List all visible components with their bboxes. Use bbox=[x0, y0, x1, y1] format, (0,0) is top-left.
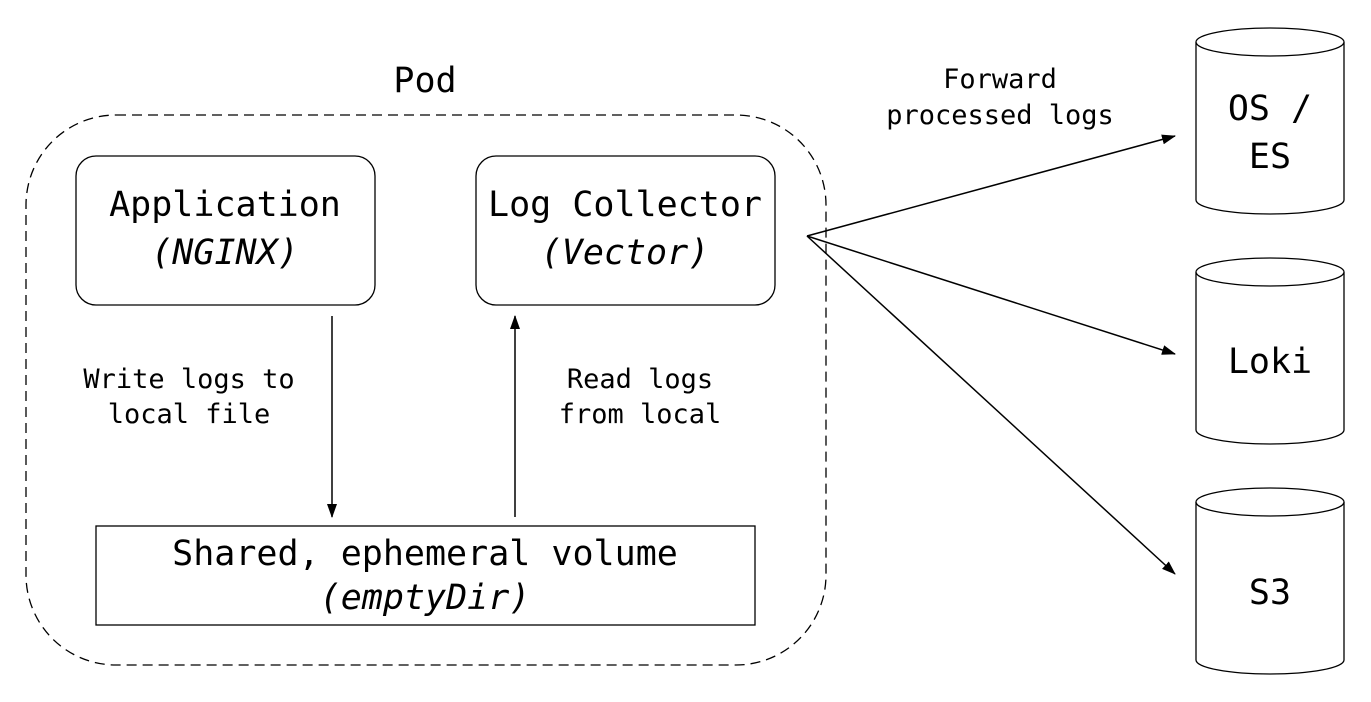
read-logs-label-line1: Read logs bbox=[567, 364, 713, 395]
application-node[interactable]: Application (NGINX) bbox=[75, 155, 376, 306]
forward-logs-edges: Forward processed logs bbox=[806, 64, 1176, 575]
os-es-cylinder-icon bbox=[1195, 42, 1345, 215]
write-logs-label-line1: Write logs to bbox=[83, 364, 294, 395]
log-collector-node[interactable]: Log Collector (Vector) bbox=[475, 155, 776, 306]
forward-arrow-s3 bbox=[806, 235, 1176, 575]
pod-label: Pod bbox=[393, 61, 456, 101]
write-logs-label-line2: local file bbox=[108, 399, 271, 430]
os-es-cylinder-top bbox=[1195, 27, 1345, 57]
forward-label-line2: processed logs bbox=[886, 100, 1114, 131]
log-collector-subtitle: (Vector) bbox=[541, 233, 710, 273]
write-logs-edge: Write logs to local file bbox=[83, 316, 337, 518]
shared-volume-box bbox=[95, 525, 756, 626]
shared-volume-title: Shared, ephemeral volume bbox=[172, 534, 678, 574]
forward-arrow-os-es bbox=[806, 134, 1176, 237]
forward-arrow-loki bbox=[806, 235, 1176, 355]
s3-cylinder-top bbox=[1195, 487, 1345, 517]
read-logs-label-line2: from local bbox=[559, 399, 722, 430]
os-es-label-line2: ES bbox=[1249, 137, 1291, 177]
loki-label: Loki bbox=[1228, 342, 1312, 382]
log-collector-title: Log Collector bbox=[488, 185, 762, 225]
shared-volume-subtitle: (emptyDir) bbox=[320, 578, 531, 618]
destination-os-es[interactable]: OS / ES bbox=[1195, 27, 1345, 215]
pod-boundary bbox=[25, 114, 827, 666]
pod-container: Pod bbox=[25, 61, 827, 666]
destination-s3[interactable]: S3 bbox=[1195, 487, 1345, 675]
os-es-label-line1: OS / bbox=[1228, 89, 1312, 129]
log-collector-box bbox=[475, 155, 776, 306]
s3-label: S3 bbox=[1249, 573, 1291, 613]
loki-cylinder-icon bbox=[1195, 272, 1345, 445]
s3-cylinder-icon bbox=[1195, 502, 1345, 675]
destination-loki[interactable]: Loki bbox=[1195, 257, 1345, 445]
application-box bbox=[75, 155, 376, 306]
application-title: Application bbox=[109, 185, 341, 225]
shared-volume-node[interactable]: Shared, ephemeral volume (emptyDir) bbox=[95, 525, 756, 626]
application-subtitle: (NGINX) bbox=[151, 233, 299, 273]
read-logs-edge: Read logs from local bbox=[510, 315, 722, 517]
forward-label-line1: Forward bbox=[943, 64, 1057, 95]
loki-cylinder-top bbox=[1195, 257, 1345, 287]
